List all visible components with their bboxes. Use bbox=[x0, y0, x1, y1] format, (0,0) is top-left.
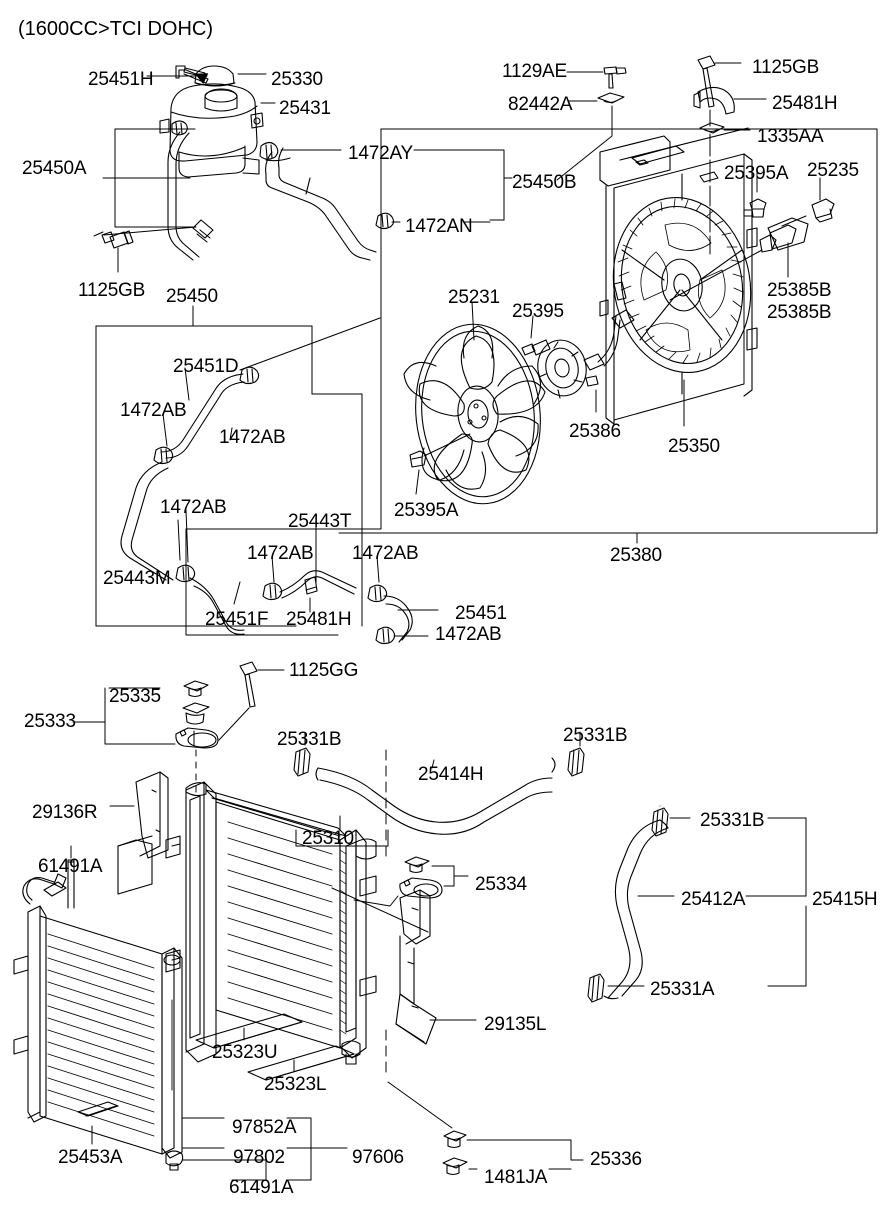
part-callout-25331B-3[interactable]: 25331B bbox=[700, 810, 765, 831]
part-callout-25336[interactable]: 25336 bbox=[590, 1149, 642, 1170]
part-callout-1125GB-left[interactable]: 1125GB bbox=[78, 280, 146, 301]
part-callout-25451F[interactable]: 25451F bbox=[205, 609, 269, 630]
part-callout-1129AE[interactable]: 1129AE bbox=[502, 61, 568, 82]
part-callout-29136R[interactable]: 29136R bbox=[32, 802, 98, 823]
part-callout-97852A[interactable]: 97852A bbox=[232, 1117, 297, 1138]
part-callout-1472AB-6[interactable]: 1472AB bbox=[435, 624, 502, 645]
part-callout-25323U[interactable]: 25323U bbox=[212, 1042, 278, 1063]
part-callout-25450[interactable]: 25450 bbox=[166, 286, 218, 307]
part-callout-25385B-2[interactable]: 25385B bbox=[767, 302, 832, 323]
part-callout-25450B[interactable]: 25450B bbox=[512, 172, 577, 193]
part-callout-1125GG[interactable]: 1125GG bbox=[289, 660, 359, 681]
part-callout-82442A[interactable]: 82442A bbox=[508, 94, 573, 115]
part-callout-1472AB-3[interactable]: 1472AB bbox=[160, 497, 227, 518]
part-callout-25451D[interactable]: 25451D bbox=[173, 356, 239, 377]
part-callout-25380[interactable]: 25380 bbox=[610, 545, 662, 566]
part-callout-97606[interactable]: 97606 bbox=[352, 1147, 404, 1168]
part-callout-25331B-1[interactable]: 25331B bbox=[277, 729, 342, 750]
part-callout-25481H-shroud[interactable]: 25481H bbox=[772, 93, 838, 114]
part-callout-25334[interactable]: 25334 bbox=[475, 874, 527, 895]
part-callout-25331B-2[interactable]: 25331B bbox=[563, 725, 628, 746]
part-callout-25451H[interactable]: 25451H bbox=[88, 69, 154, 90]
part-callout-25310[interactable]: 25310 bbox=[302, 828, 354, 849]
part-callout-25330[interactable]: 25330 bbox=[271, 69, 323, 90]
part-callout-1125GB-right[interactable]: 1125GB bbox=[752, 57, 820, 78]
part-callout-25431[interactable]: 25431 bbox=[279, 98, 331, 119]
part-callout-61491A-bottom[interactable]: 61491A bbox=[229, 1177, 294, 1198]
part-callout-25395A-shroud[interactable]: 25395A bbox=[724, 163, 789, 184]
part-callout-25412A[interactable]: 25412A bbox=[681, 889, 746, 910]
part-callout-1472AB-5[interactable]: 1472AB bbox=[352, 543, 419, 564]
part-callout-25415H[interactable]: 25415H bbox=[812, 889, 878, 910]
part-callout-25453A[interactable]: 25453A bbox=[58, 1147, 123, 1168]
part-callout-1472AB-4[interactable]: 1472AB bbox=[247, 543, 314, 564]
part-callout-25235[interactable]: 25235 bbox=[807, 160, 859, 181]
part-callout-25443M[interactable]: 25443M bbox=[103, 568, 171, 589]
part-callout-25395[interactable]: 25395 bbox=[512, 301, 564, 322]
part-callout-1472AY[interactable]: 1472AY bbox=[348, 143, 414, 164]
part-callout-25331A[interactable]: 25331A bbox=[650, 979, 715, 1000]
part-callout-25335[interactable]: 25335 bbox=[109, 686, 161, 707]
part-callout-25350[interactable]: 25350 bbox=[668, 436, 720, 457]
part-callout-25443T[interactable]: 25443T bbox=[288, 511, 352, 532]
part-callout-61491A-top[interactable]: 61491A bbox=[38, 856, 103, 877]
part-callout-1481JA[interactable]: 1481JA bbox=[484, 1167, 548, 1188]
diagram-title: (1600CC>TCI DOHC) bbox=[18, 18, 214, 40]
part-callout-25450A[interactable]: 25450A bbox=[22, 158, 87, 179]
part-callout-25395A-fan[interactable]: 25395A bbox=[394, 500, 459, 521]
part-callout-25481H-hose[interactable]: 25481H bbox=[286, 609, 352, 630]
part-callout-29135L[interactable]: 29135L bbox=[484, 1014, 547, 1035]
part-callout-25386[interactable]: 25386 bbox=[569, 421, 621, 442]
part-callout-1472AN[interactable]: 1472AN bbox=[405, 216, 473, 237]
part-callout-25231[interactable]: 25231 bbox=[448, 287, 500, 308]
part-callout-1335AA[interactable]: 1335AA bbox=[757, 126, 824, 147]
part-callout-97802[interactable]: 97802 bbox=[233, 1147, 285, 1168]
part-callout-25414H[interactable]: 25414H bbox=[418, 764, 484, 785]
part-callout-25333[interactable]: 25333 bbox=[24, 711, 76, 732]
part-callout-1472AB-1[interactable]: 1472AB bbox=[120, 400, 187, 421]
part-callout-25323L[interactable]: 25323L bbox=[264, 1074, 327, 1095]
part-callout-1472AB-2[interactable]: 1472AB bbox=[219, 427, 286, 448]
part-callout-25451[interactable]: 25451 bbox=[455, 603, 507, 624]
part-callout-25385B-1[interactable]: 25385B bbox=[767, 280, 832, 301]
